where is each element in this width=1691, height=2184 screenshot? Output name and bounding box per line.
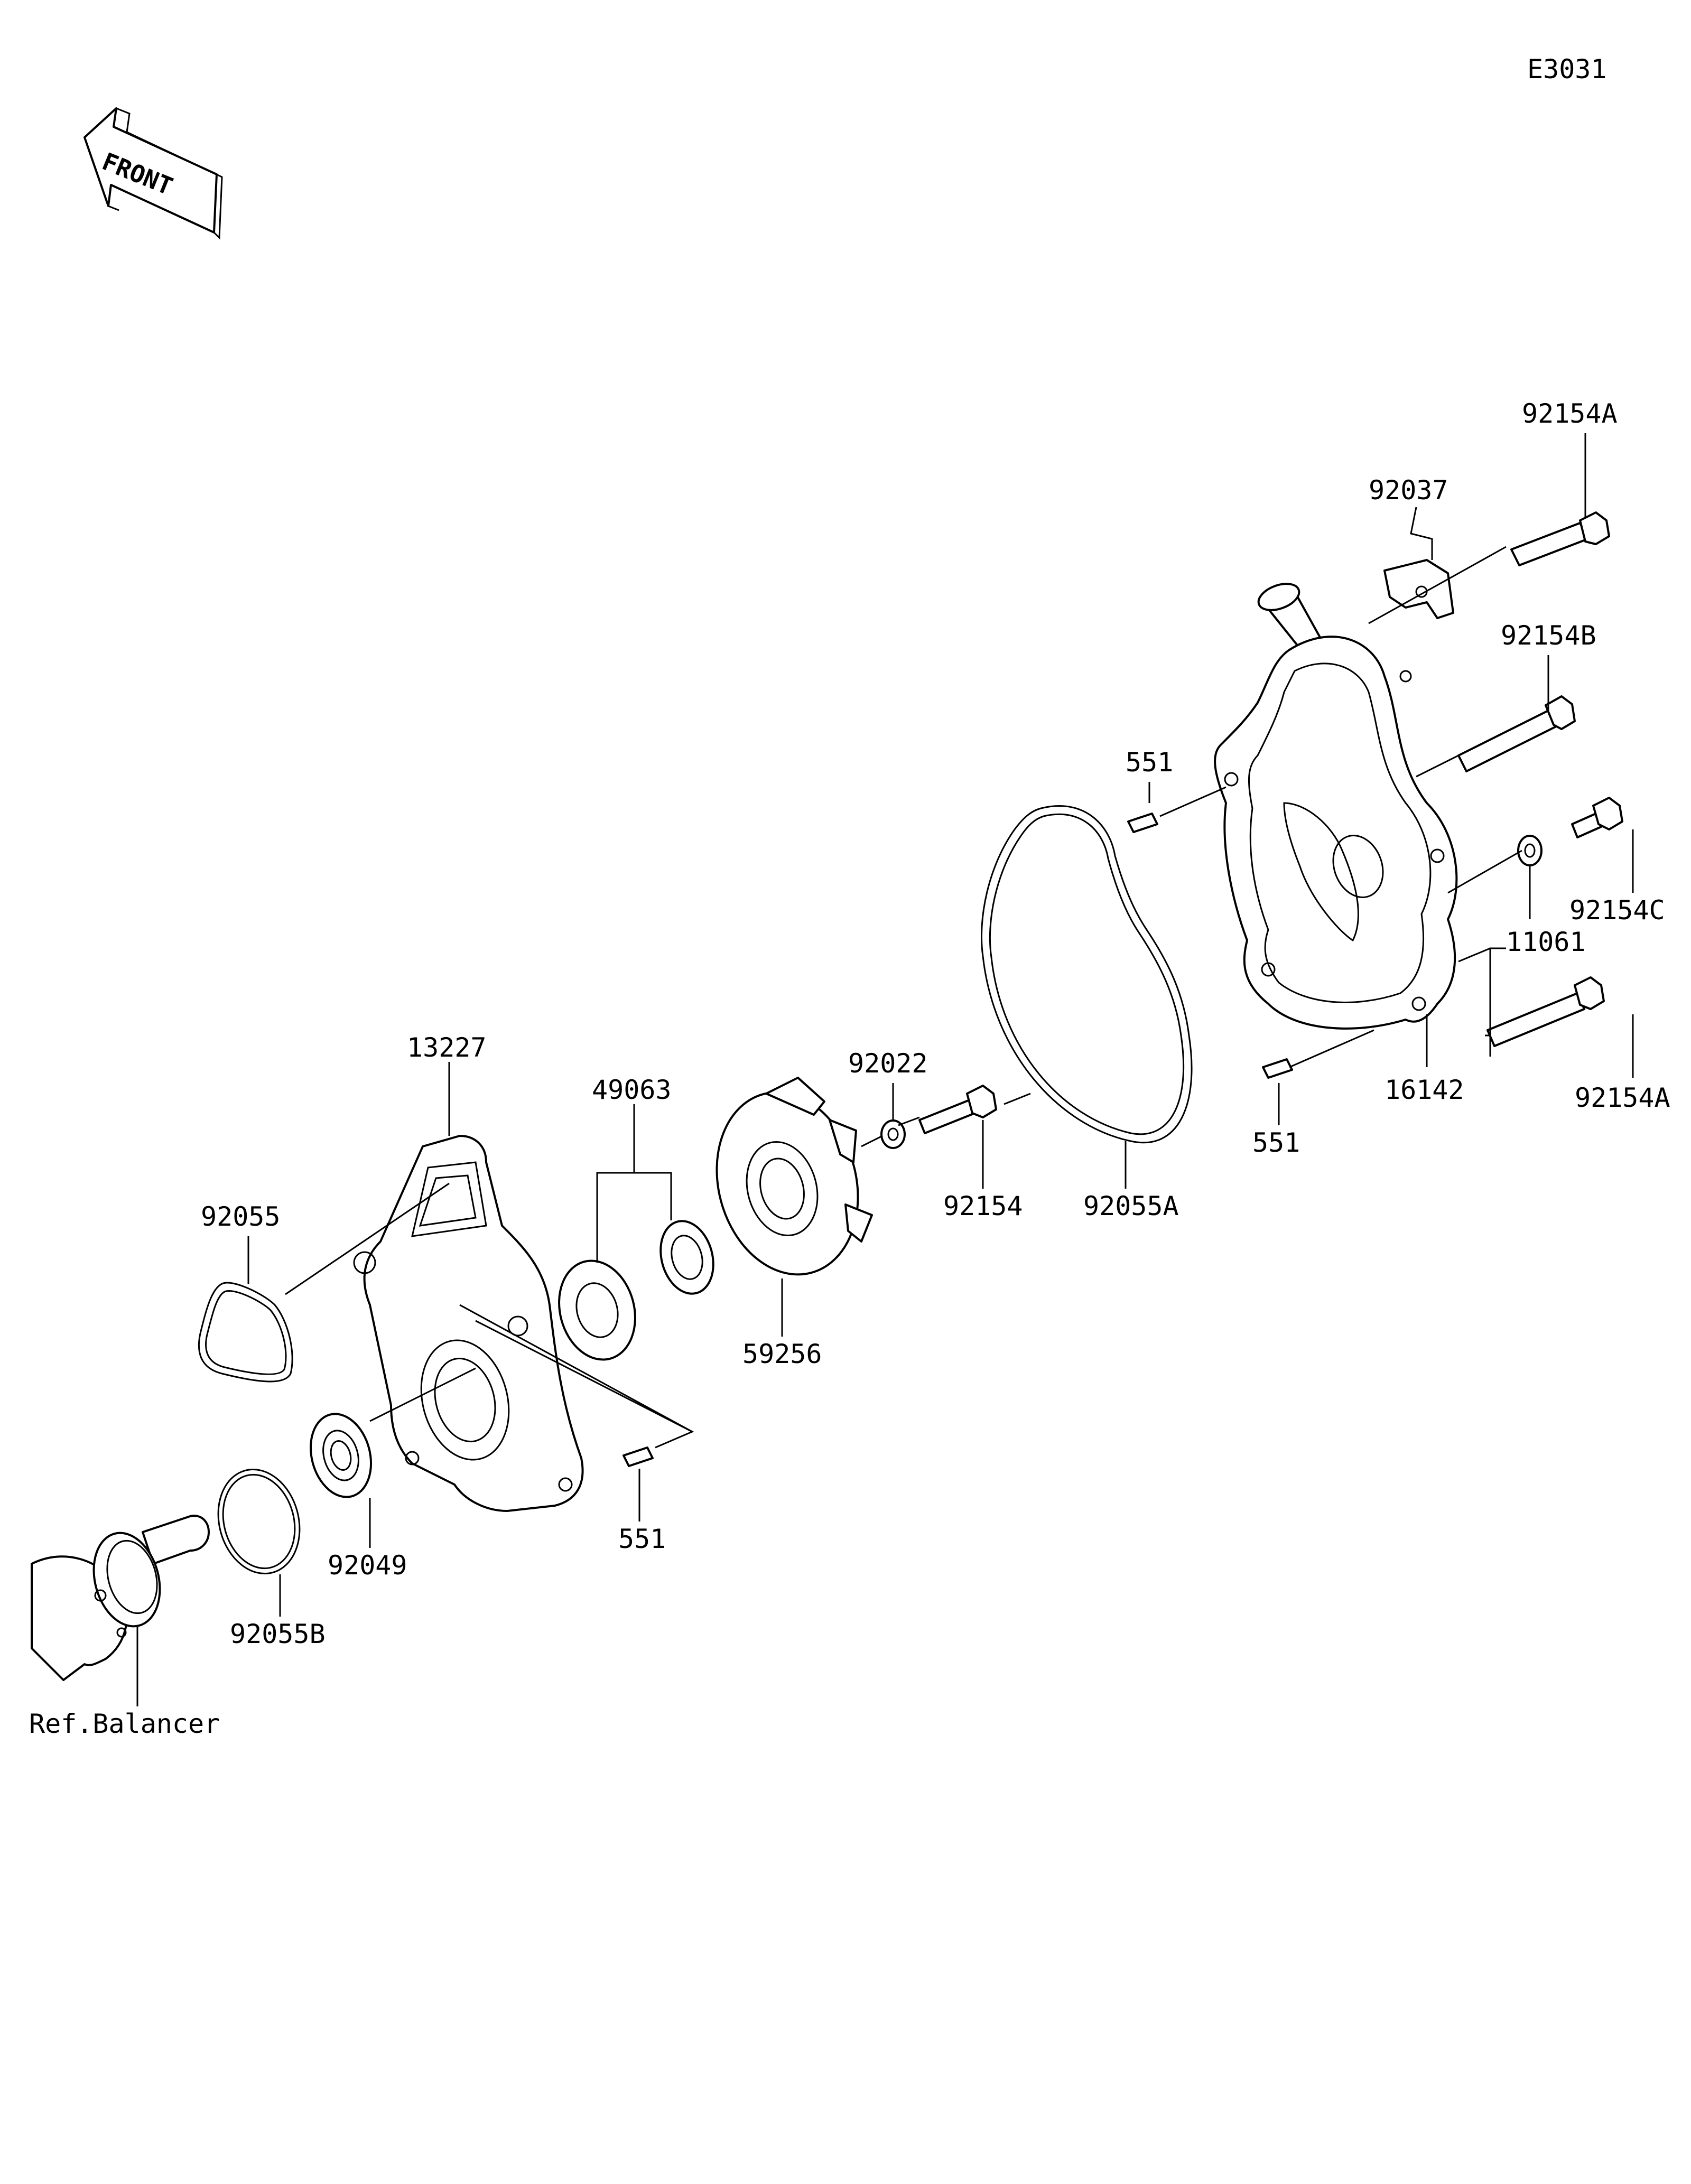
front-arrow-icon: FRONT (83, 107, 223, 240)
water-pump-cover (1214, 583, 1458, 1030)
callout-92037: 92037 (1369, 475, 1448, 506)
callout-551-right: 551 (1252, 1127, 1300, 1158)
callout-59256: 59256 (742, 1339, 822, 1369)
dowel-pin-551-left (622, 1446, 654, 1467)
balancer-shaft (31, 1515, 210, 1681)
leader-lines (136, 433, 1634, 1706)
bolt-92154B (1457, 695, 1576, 772)
bolt-92154C (1571, 797, 1623, 838)
reference-balancer-label: Ref.Balancer (29, 1709, 220, 1739)
bracket-92037 (1383, 559, 1454, 619)
bolt-92154A-top (1510, 511, 1610, 566)
mechanical-seal-49063 (558, 1220, 714, 1361)
callout-551-left: 551 (618, 1524, 666, 1554)
oil-seal-92049 (309, 1413, 373, 1498)
washer-92022 (880, 1119, 906, 1149)
callout-16142: 16142 (1385, 1075, 1464, 1105)
callout-551-top: 551 (1126, 747, 1173, 778)
callout-92049: 92049 (328, 1550, 407, 1581)
o-ring-92055B (217, 1468, 301, 1575)
o-ring-92055A (981, 805, 1193, 1144)
callout-13227: 13227 (407, 1032, 487, 1063)
callout-92154B: 92154B (1501, 620, 1596, 651)
callout-11061: 11061 (1506, 927, 1586, 957)
callout-92154C: 92154C (1569, 895, 1665, 926)
callout-92154A-top: 92154A (1522, 398, 1618, 429)
bolt-92154 (918, 1085, 997, 1134)
dowel-pin-551-top (1127, 813, 1158, 833)
callout-92055A: 92055A (1083, 1191, 1179, 1221)
callout-49063: 49063 (592, 1075, 672, 1105)
diagram-code: E3031 (1527, 54, 1607, 85)
callout-92154: 92154 (943, 1191, 1023, 1221)
callout-92055B: 92055B (230, 1619, 326, 1649)
washer-11061 (1517, 835, 1543, 866)
callout-92154A-bottom: 92154A (1575, 1082, 1670, 1113)
impeller-59256 (716, 1077, 873, 1276)
dowel-pin-551-right (1262, 1058, 1293, 1079)
bolt-92154A-bottom (1486, 976, 1605, 1047)
callout-92022: 92022 (848, 1048, 928, 1079)
callout-92055: 92055 (201, 1201, 281, 1232)
water-pump-housing-13227 (353, 1135, 584, 1512)
o-ring-92055 (198, 1282, 293, 1383)
